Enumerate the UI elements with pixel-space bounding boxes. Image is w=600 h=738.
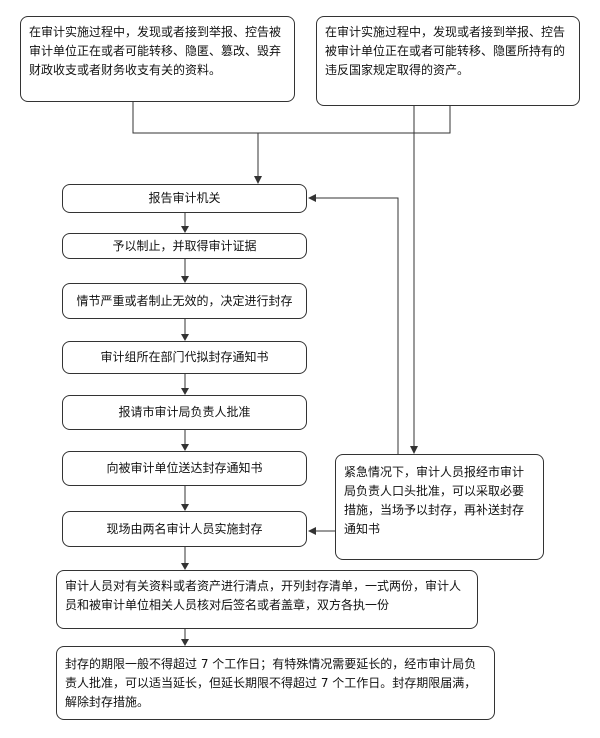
arrow-emergency-to-report [314,197,399,454]
step-deliver-notice-label: 向被审计单位送达封存通知书 [106,461,263,475]
arrowhead [181,276,189,283]
step-stop-collect: 予以制止，并取得审计证据 [62,233,307,259]
step-decide-seal: 情节严重或者制止无效的，决定进行封存 [62,283,307,319]
arrowhead [181,639,189,646]
inventory-note-text: 审计人员对有关资料或者资产进行清点，开列封存清单，一式两份，审计人员和被审计单位… [65,579,462,612]
inventory-note: 审计人员对有关资料或者资产进行清点，开列封存清单，一式两份，审计人员和被审计单位… [56,570,478,629]
trigger-note-assets-text: 在审计实施过程中，发现或者接到举报、控告被审计单位正在或者可能转移、隐匿所持有的… [325,25,566,77]
arrowhead [254,176,262,184]
merge-line [132,102,451,134]
arrowhead [308,527,316,535]
emergency-note-text: 紧急情况下，审计人员报经市审计局负责人口头批准，可以采取必要措施，当场予以封存，… [344,465,525,536]
arrowhead [308,194,316,202]
arrowhead [181,226,189,233]
step-draft-notice-label: 审计组所在部门代拟封存通知书 [100,350,269,364]
step-approval: 报请市审计局负责人批准 [62,395,307,430]
trigger-note-assets: 在审计实施过程中，发现或者接到举报、控告被审计单位正在或者可能转移、隐匿所持有的… [316,16,580,106]
time-limit-note: 封存的期限一般不得超过 7 个工作日；有特殊情况需要延长的，经市审计局负责人批准… [56,646,495,720]
arrowhead [181,444,189,451]
arrowhead [181,388,189,395]
emergency-note: 紧急情况下，审计人员报经市审计局负责人口头批准，可以采取必要措施，当场予以封存，… [335,454,544,560]
step-draft-notice: 审计组所在部门代拟封存通知书 [62,341,307,374]
arrowhead [181,504,189,511]
step-decide-seal-label: 情节严重或者制止无效的，决定进行封存 [76,293,293,308]
step-report-label: 报告审计机关 [148,191,221,205]
step-deliver-notice: 向被审计单位送达封存通知书 [62,451,307,486]
step-report: 报告审计机关 [62,184,307,213]
arrowhead [410,446,418,454]
arrowhead [181,563,189,570]
step-onsite-seal-label: 现场由两名审计人员实施封存 [106,521,263,536]
arrowhead [181,334,189,341]
step-stop-collect-label: 予以制止，并取得审计证据 [112,238,257,253]
step-approval-label: 报请市审计局负责人批准 [118,405,251,419]
trigger-note-records: 在审计实施过程中，发现或者接到举报、控告被审计单位正在或者可能转移、隐匿、篡改、… [20,16,295,102]
time-limit-note-text: 封存的期限一般不得超过 7 个工作日；有特殊情况需要延长的，经市审计局负责人批准… [65,657,477,709]
step-onsite-seal: 现场由两名审计人员实施封存 [62,511,307,547]
trigger-note-records-text: 在审计实施过程中，发现或者接到举报、控告被审计单位正在或者可能转移、隐匿、篡改、… [29,25,282,77]
